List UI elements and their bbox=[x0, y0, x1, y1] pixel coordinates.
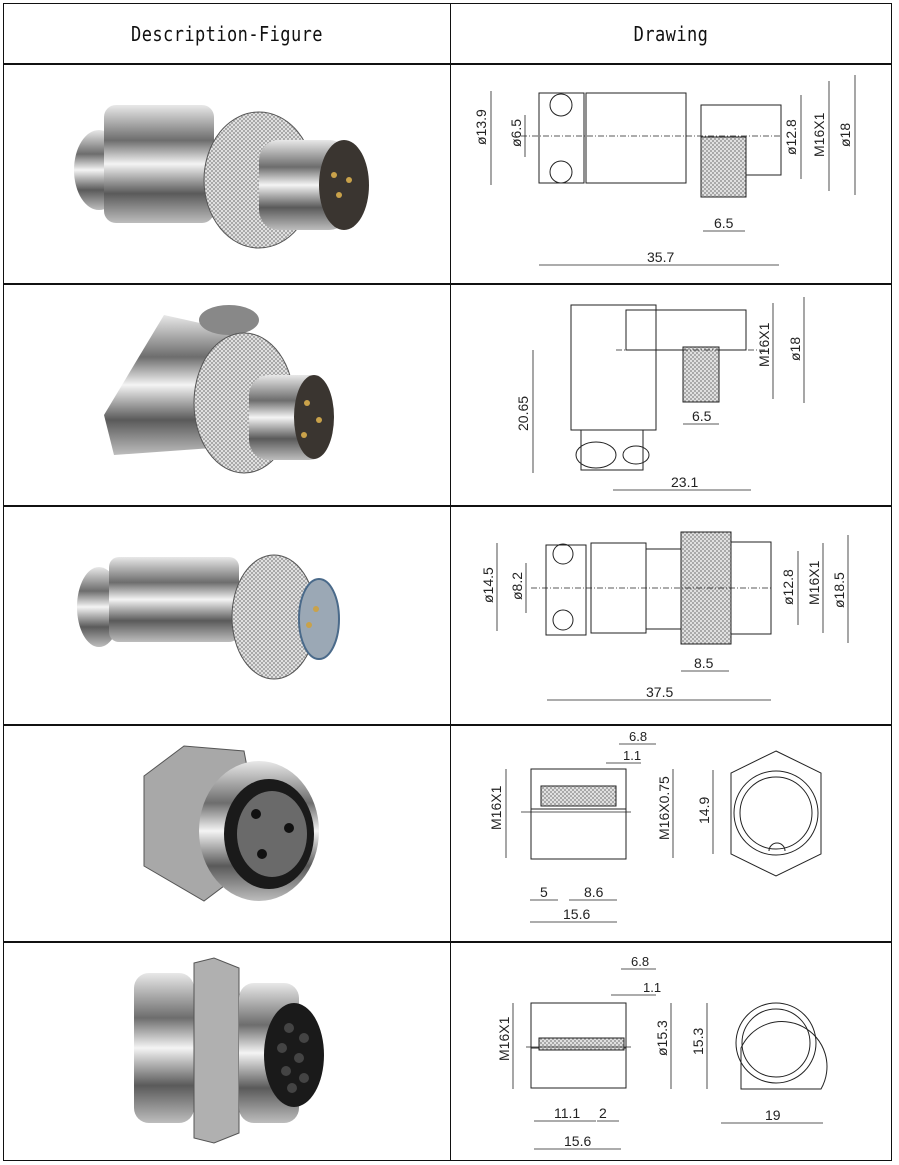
dim-label: 8.5 bbox=[694, 655, 714, 671]
dim-label: 37.5 bbox=[646, 684, 673, 700]
column-divider bbox=[450, 4, 451, 1160]
row-divider bbox=[4, 724, 891, 726]
dim-label: ø18.5 bbox=[831, 572, 847, 608]
dim-label: 19 bbox=[765, 1107, 781, 1123]
figure-straight-cable-socket bbox=[4, 507, 450, 724]
row-divider bbox=[4, 63, 891, 65]
drawing-right-angle-plug: 20.65 M16X1 ø18 6.5 23.1 bbox=[451, 285, 891, 504]
header-description-figure: Description-Figure bbox=[131, 22, 323, 46]
dim-label: ø13.9 bbox=[473, 109, 489, 145]
row-divider bbox=[4, 283, 891, 285]
dim-label: 6.8 bbox=[629, 729, 647, 744]
dim-label: 14.9 bbox=[696, 797, 712, 824]
dim-label: M16X1 bbox=[496, 1016, 512, 1061]
dim-label: 1.1 bbox=[643, 980, 661, 995]
dim-label: ø8.2 bbox=[509, 572, 525, 600]
dim-label: 6.8 bbox=[631, 954, 649, 969]
row-divider bbox=[4, 941, 891, 943]
dim-label: 11.1 bbox=[554, 1105, 580, 1121]
dim-label: ø18 bbox=[837, 123, 853, 147]
dim-label: 20.65 bbox=[515, 396, 531, 431]
dim-label: 2 bbox=[599, 1105, 607, 1121]
drawing-panel-socket-hex: M16X1 M16X0.75 6.8 1.1 5 8.6 15.6 14.9 bbox=[451, 726, 891, 941]
dim-label: 5 bbox=[540, 884, 548, 900]
dim-label: 15.3 bbox=[690, 1028, 706, 1055]
figure-panel-socket-hex bbox=[4, 726, 450, 941]
dim-label: 15.6 bbox=[563, 906, 590, 922]
header-drawing: Drawing bbox=[633, 22, 709, 46]
dim-label: M16X1 bbox=[811, 112, 827, 157]
dim-label: 35.7 bbox=[647, 249, 674, 265]
drawing-panel-socket-7pin: M16X1 ø15.3 6.8 1.1 11.1 2 15.6 15.3 19 bbox=[451, 943, 891, 1160]
dim-label: ø15.3 bbox=[654, 1020, 670, 1056]
dim-label: M16X1 bbox=[806, 560, 822, 605]
dim-label: 8.6 bbox=[584, 884, 604, 900]
figure-panel-socket-7pin bbox=[4, 943, 450, 1160]
dim-label: 15.6 bbox=[564, 1133, 591, 1149]
dim-label: 6.5 bbox=[692, 408, 712, 424]
dim-label: M16X1 bbox=[756, 322, 772, 367]
dim-label: M16X1 bbox=[488, 785, 504, 830]
dim-label: 6.5 bbox=[714, 215, 734, 231]
spec-table: Description-Figure Drawing bbox=[3, 3, 892, 1161]
figure-right-angle-plug bbox=[4, 285, 450, 504]
dim-label: ø12.8 bbox=[780, 569, 796, 605]
drawing-straight-cable-socket: ø14.5 ø8.2 ø12.8 M16X1 ø18.5 8.5 37.5 bbox=[451, 507, 891, 724]
dim-label: ø14.5 bbox=[480, 567, 496, 603]
figure-straight-plug bbox=[4, 65, 450, 283]
dim-label: ø12.8 bbox=[783, 119, 799, 155]
row-divider bbox=[4, 505, 891, 507]
dim-label: ø18 bbox=[787, 337, 803, 361]
dim-label: ø6.5 bbox=[508, 119, 524, 147]
dim-label: 23.1 bbox=[671, 474, 698, 490]
drawing-straight-plug: ø13.9 ø6.5 ø12.8 M16X1 ø18 6.5 35.7 bbox=[451, 65, 891, 283]
dim-label: M16X0.75 bbox=[656, 776, 672, 840]
dim-label: 1.1 bbox=[623, 748, 641, 763]
